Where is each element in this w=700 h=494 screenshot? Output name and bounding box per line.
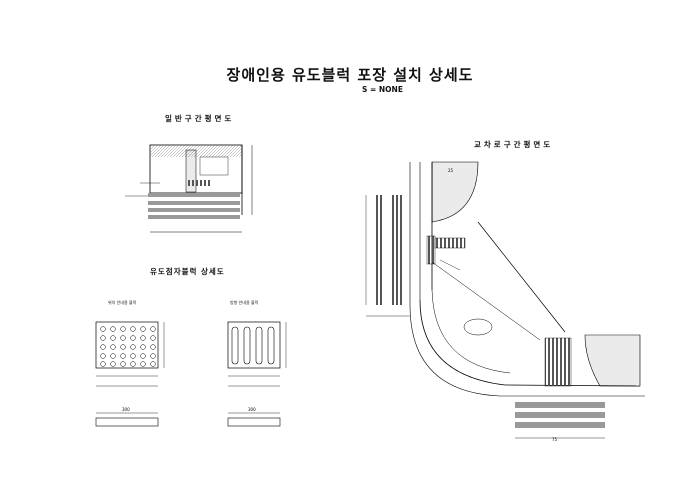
line-block-label: 방향 안내용 블럭 [230, 300, 259, 305]
drawing-title: 장애인용 유도블럭 포장 설치 상세도 [226, 66, 474, 84]
scale-note: S = NONE [362, 85, 403, 94]
intersection-plan-title: 교차로구간평면도 [474, 140, 554, 149]
general-plan-drawing [125, 144, 253, 233]
general-plan-title: 일반구간평면도 [165, 114, 235, 123]
dim-75: 75 [552, 437, 558, 442]
dot-block-width: 300 [122, 407, 130, 412]
dot-block-detail [95, 321, 165, 427]
line-block-width: 300 [248, 407, 256, 412]
line-block-detail [227, 321, 287, 427]
dot-block-label: 위치 안내용 블럭 [108, 300, 137, 305]
intersection-plan-drawing [365, 161, 645, 439]
dim-25: 25 [448, 168, 454, 173]
block-detail-title: 유도점자블럭 상세도 [150, 267, 225, 276]
